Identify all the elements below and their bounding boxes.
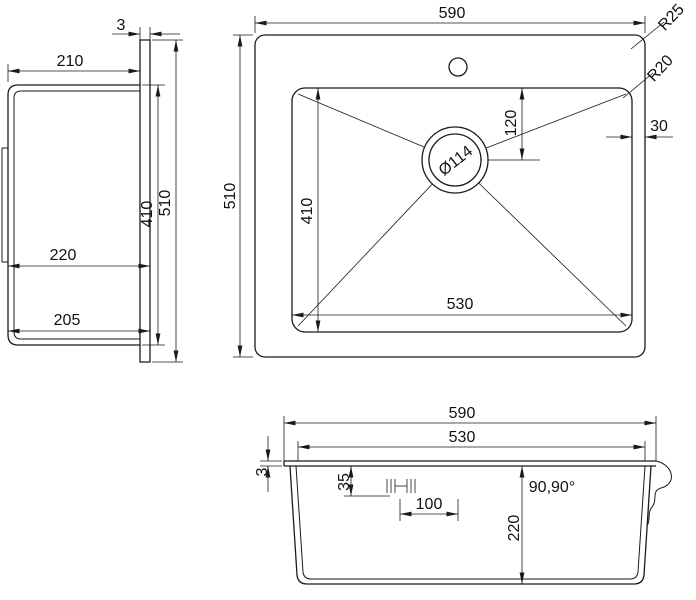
dim-label-side-3: 3: [117, 17, 126, 34]
front-rim-break-curl: [646, 460, 672, 527]
dim-top-590: 590: [254, 5, 646, 33]
dim-label-front-590: 590: [449, 405, 476, 422]
dim-label-front-100: 100: [416, 496, 443, 513]
dim-label-top-530: 530: [447, 296, 474, 313]
top-bowl-edge: [291, 87, 633, 333]
dim-label-front-35: 35: [336, 473, 353, 491]
dim-top-30: 30: [606, 118, 673, 140]
front-bowl-inner-wall: [295, 465, 646, 580]
dim-side-flange-thickness: 3: [112, 17, 180, 40]
radius-callout-r20: R20: [622, 52, 677, 99]
top-outer-rim: [254, 34, 646, 358]
dim-label-front-530: 530: [449, 429, 476, 446]
dim-label-front-3: 3: [254, 467, 271, 476]
faucet-hole: [448, 57, 468, 77]
dim-label-side-220: 220: [50, 247, 77, 264]
dim-top-120: 120: [503, 88, 525, 160]
dim-label-r25: R25: [655, 1, 688, 34]
dim-side-205: 205: [8, 312, 150, 334]
front-bowl-outline: [289, 465, 652, 585]
dim-label-top-30: 30: [650, 118, 668, 135]
side-flange: [139, 39, 151, 363]
radius-callout-r25: R25: [630, 1, 688, 50]
dim-side-depth-210: 210: [7, 53, 140, 82]
dim-top-530: 530: [292, 296, 632, 318]
dim-side-overall-height-510: 510: [152, 39, 183, 363]
dim-front-100: 100: [399, 496, 459, 521]
side-body-outline: [7, 84, 140, 346]
dim-label-top-590: 590: [439, 5, 466, 22]
dim-side-basin-height-410: 410: [139, 84, 165, 346]
side-view: 3 210 410 510 220 205: [1, 17, 183, 363]
dim-label-side-210: 210: [57, 53, 84, 70]
dim-label-top-510: 510: [222, 183, 239, 210]
front-view: 590 530 3 35 100 220: [254, 405, 672, 585]
angle-callout: 90,90°: [529, 479, 575, 496]
faucet-stud-threads: [386, 479, 416, 493]
dim-front-590: 590: [283, 405, 657, 461]
side-mounting-clip: [1, 147, 8, 263]
dim-top-410: 410: [299, 88, 321, 332]
dim-label-side-205: 205: [54, 312, 81, 329]
dim-front-rim-thickness: 3: [254, 436, 282, 492]
top-view: Ø114 590 510 410 120 530 3: [222, 1, 688, 358]
side-body-inner-wall: [13, 90, 140, 340]
dim-top-510: 510: [222, 34, 253, 358]
dim-front-35: 35: [336, 466, 390, 497]
dim-front-530: 530: [297, 429, 646, 461]
dim-front-220: 220: [506, 466, 525, 584]
dim-label-front-220: 220: [506, 515, 523, 542]
dim-label-side-510: 510: [157, 190, 174, 217]
dim-label-top-410: 410: [299, 198, 316, 225]
dim-label-r20: R20: [644, 52, 677, 85]
dim-label-front-angle: 90,90°: [529, 479, 575, 496]
dim-side-220: 220: [8, 247, 150, 269]
drain-inner-circle: [428, 133, 482, 187]
dim-label-side-410: 410: [139, 201, 156, 228]
dim-label-top-120: 120: [503, 110, 520, 137]
